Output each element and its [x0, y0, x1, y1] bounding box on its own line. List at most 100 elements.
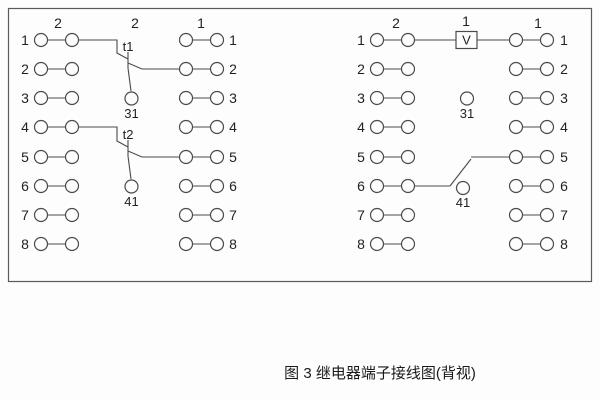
- terminal-number: 6: [357, 178, 365, 194]
- terminal-row: 1: [508, 32, 568, 48]
- terminal-circle: [400, 90, 416, 106]
- terminal-number: 6: [229, 178, 237, 194]
- terminal-circle: [64, 178, 80, 194]
- terminal-circle: [508, 32, 524, 48]
- terminal-circle: [64, 119, 80, 135]
- terminal-circle: [400, 61, 416, 77]
- terminal-number: 4: [21, 119, 29, 135]
- right-block-left-column: 1 2 3 4 5 6 7 8: [357, 32, 416, 252]
- terminal-circle: [64, 236, 80, 252]
- terminal-number: 1: [357, 32, 365, 48]
- terminal-circle: [369, 61, 385, 77]
- terminal-circle: [33, 90, 49, 106]
- terminal-number: 3: [229, 90, 237, 106]
- terminal-circle: [400, 178, 416, 194]
- terminal-circle: [400, 236, 416, 252]
- right-block-header-right: 1: [534, 15, 542, 31]
- terminal-circle: [508, 119, 524, 135]
- terminal-number: 3: [357, 90, 365, 106]
- terminal-row: 7: [508, 207, 568, 223]
- terminal-number: 2: [229, 61, 237, 77]
- terminal-row: 1: [357, 32, 416, 48]
- terminal-circle: [539, 61, 555, 77]
- terminal-row: 3: [508, 90, 568, 106]
- terminal-circle: [178, 61, 194, 77]
- terminal-circle: [369, 236, 385, 252]
- terminal-number: 7: [560, 207, 568, 223]
- terminal-number: 7: [21, 207, 29, 223]
- terminal-circle: [33, 236, 49, 252]
- terminal-number: 1: [560, 32, 568, 48]
- wire: [78, 126, 129, 148]
- terminal-circle: [539, 149, 555, 165]
- terminal-circle: [209, 236, 225, 252]
- terminal-circle: [369, 90, 385, 106]
- terminal-row: 2: [178, 61, 237, 77]
- t1-contact: t1 31: [78, 39, 180, 121]
- terminal-row: 4: [178, 119, 237, 135]
- terminal-number: 1: [21, 32, 29, 48]
- terminal-row: 4: [21, 119, 80, 135]
- terminal-circle: [400, 149, 416, 165]
- terminal-row: 6: [508, 178, 568, 194]
- terminal-number: 4: [357, 119, 365, 135]
- terminal-circle: [369, 119, 385, 135]
- terminal-circle: [539, 32, 555, 48]
- terminal-circle: [33, 119, 49, 135]
- terminal-circle: [64, 149, 80, 165]
- terminal-circle: [508, 178, 524, 194]
- terminal-row: 1: [178, 32, 237, 48]
- t2-contact: t2 41: [78, 126, 180, 209]
- terminal-circle: [64, 90, 80, 106]
- terminal-circle: [369, 207, 385, 223]
- terminal-circle: [539, 236, 555, 252]
- terminal-circle: [178, 178, 194, 194]
- terminal-number: 7: [357, 207, 365, 223]
- terminal-circle: [539, 207, 555, 223]
- voltage-element-label: V: [462, 33, 471, 48]
- terminal-row: 5: [508, 149, 568, 165]
- right-block: 2 1 1 1 2 3 4 5 6 7 8 1 2 3 4 5 6 7 8: [357, 13, 568, 252]
- terminal-row: 8: [178, 236, 237, 252]
- terminal-circle: [400, 207, 416, 223]
- terminal-circle: [178, 32, 194, 48]
- terminal-circle: [33, 178, 49, 194]
- left-block: 2 2 1 1 2 3 4 5 6 7 8 1 2 3 4 5 6 7 8 t1: [21, 15, 237, 252]
- terminal-number: 3: [21, 90, 29, 106]
- figure-caption: 图 3 继电器端子接线图(背视): [284, 365, 476, 382]
- terminal-circle: [64, 207, 80, 223]
- terminal-row: 3: [178, 90, 237, 106]
- terminal-circle: [508, 207, 524, 223]
- left-block-header-left: 2: [54, 15, 62, 31]
- right-block-header-mid: 1: [462, 13, 470, 29]
- terminal-circle: [178, 90, 194, 106]
- terminal-31-label: 31: [124, 106, 138, 121]
- terminal-circle: [508, 61, 524, 77]
- terminal-circle-31: [459, 91, 475, 106]
- switch-contact: 41: [414, 156, 510, 210]
- terminal-circle: [369, 32, 385, 48]
- terminal-row: 5: [357, 149, 416, 165]
- left-block-right-column: 1 2 3 4 5 6 7 8: [178, 32, 237, 252]
- terminal-circle: [209, 149, 225, 165]
- terminal-circle: [209, 61, 225, 77]
- terminal-row: 6: [21, 178, 80, 194]
- terminal-circle: [539, 178, 555, 194]
- left-block-header-mid: 2: [131, 15, 139, 31]
- terminal-row: 5: [178, 149, 237, 165]
- terminal-circle: [400, 119, 416, 135]
- terminal-number: 5: [21, 149, 29, 165]
- terminal-row: 5: [21, 149, 80, 165]
- terminal-number: 7: [229, 207, 237, 223]
- terminal-row: 7: [357, 207, 416, 223]
- terminal-row: 6: [357, 178, 416, 194]
- terminal-circle: [178, 119, 194, 135]
- terminal-number: 8: [229, 236, 237, 252]
- terminal-circle: [508, 90, 524, 106]
- terminal-circle: [33, 61, 49, 77]
- terminal-circle: [209, 207, 225, 223]
- terminal-circle: [369, 149, 385, 165]
- diagram-border: [7, 7, 593, 283]
- terminal-number: 1: [229, 32, 237, 48]
